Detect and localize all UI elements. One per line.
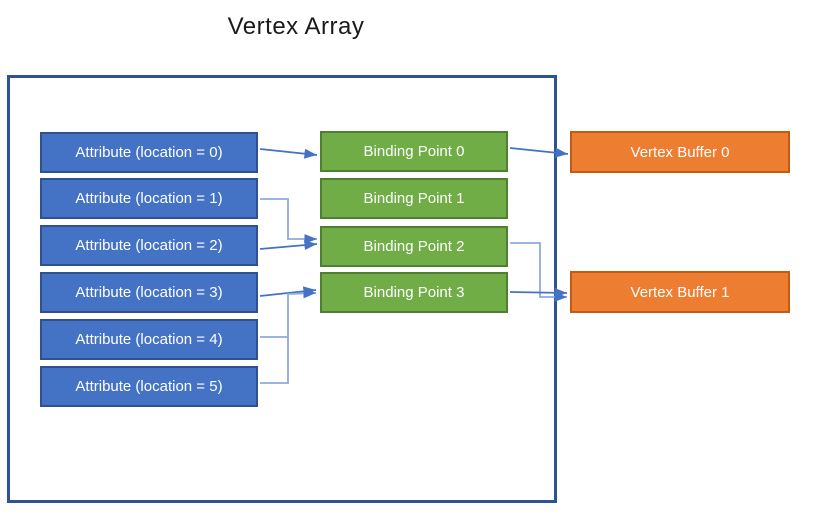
attribute-label: Attribute (location = 4) [75,331,223,348]
attribute-box-5: Attribute (location = 5) [40,366,258,407]
diagram-title: Vertex Array [227,13,365,40]
vertex-buffer-label: Vertex Buffer 1 [630,283,730,301]
attribute-label: Attribute (location = 3) [75,284,223,301]
binding-point-box-0: Binding Point 0 [320,131,508,172]
attribute-label: Attribute (location = 5) [75,378,223,395]
binding-point-box-2: Binding Point 2 [320,226,508,267]
attribute-box-4: Attribute (location = 4) [40,319,258,360]
binding-point-label: Binding Point 0 [363,143,465,160]
attribute-box-1: Attribute (location = 1) [40,178,258,219]
binding-point-label: Binding Point 1 [363,190,465,207]
attribute-label: Attribute (location = 2) [75,237,223,254]
binding-point-box-1: Binding Point 1 [320,178,508,219]
vertex-buffer-label: Vertex Buffer 0 [630,143,730,161]
binding-point-box-3: Binding Point 3 [320,272,508,313]
binding-point-label: Binding Point 2 [363,238,465,255]
attribute-box-2: Attribute (location = 2) [40,225,258,266]
vertex-buffer-box-1: Vertex Buffer 1 [570,271,790,313]
vertex-buffer-box-0: Vertex Buffer 0 [570,131,790,173]
attribute-label: Attribute (location = 0) [75,144,223,161]
attribute-box-3: Attribute (location = 3) [40,272,258,313]
attribute-box-0: Attribute (location = 0) [40,132,258,173]
binding-point-label: Binding Point 3 [363,284,465,301]
attribute-label: Attribute (location = 1) [75,190,223,207]
